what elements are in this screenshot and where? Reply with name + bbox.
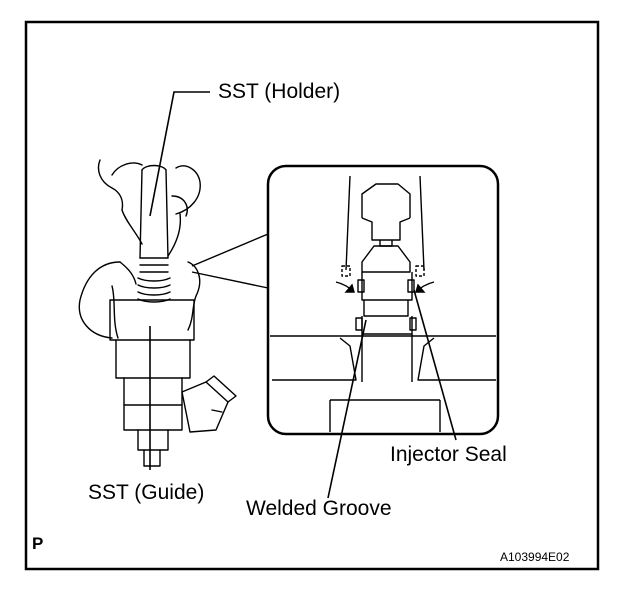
seal-arrows	[335, 281, 435, 293]
detail-inset-illustration	[270, 175, 496, 432]
callout-line-upper	[191, 233, 269, 267]
seal-dashed-left	[341, 265, 351, 277]
groove-box-right	[409, 317, 417, 331]
label-welded-groove: Welded Groove	[246, 497, 392, 520]
figure-frame	[24, 20, 600, 571]
label-sst-holder: SST (Holder)	[218, 80, 341, 103]
holder-leader-line	[149, 91, 210, 217]
label-sst-guide: SST (Guide)	[88, 481, 205, 504]
seal-box-left	[357, 279, 365, 293]
corner-mark: P	[32, 534, 44, 553]
label-injector-seal: Injector Seal	[390, 443, 507, 466]
welded-groove-leader-line	[327, 319, 367, 499]
injector-seal-leader-line	[413, 289, 457, 441]
seal-box-right	[407, 279, 415, 293]
figure-id: A103994E02	[500, 550, 570, 564]
callout-line-lower	[191, 271, 269, 289]
hand-with-tools-illustration	[78, 159, 237, 467]
seal-dashed-right	[415, 265, 425, 277]
